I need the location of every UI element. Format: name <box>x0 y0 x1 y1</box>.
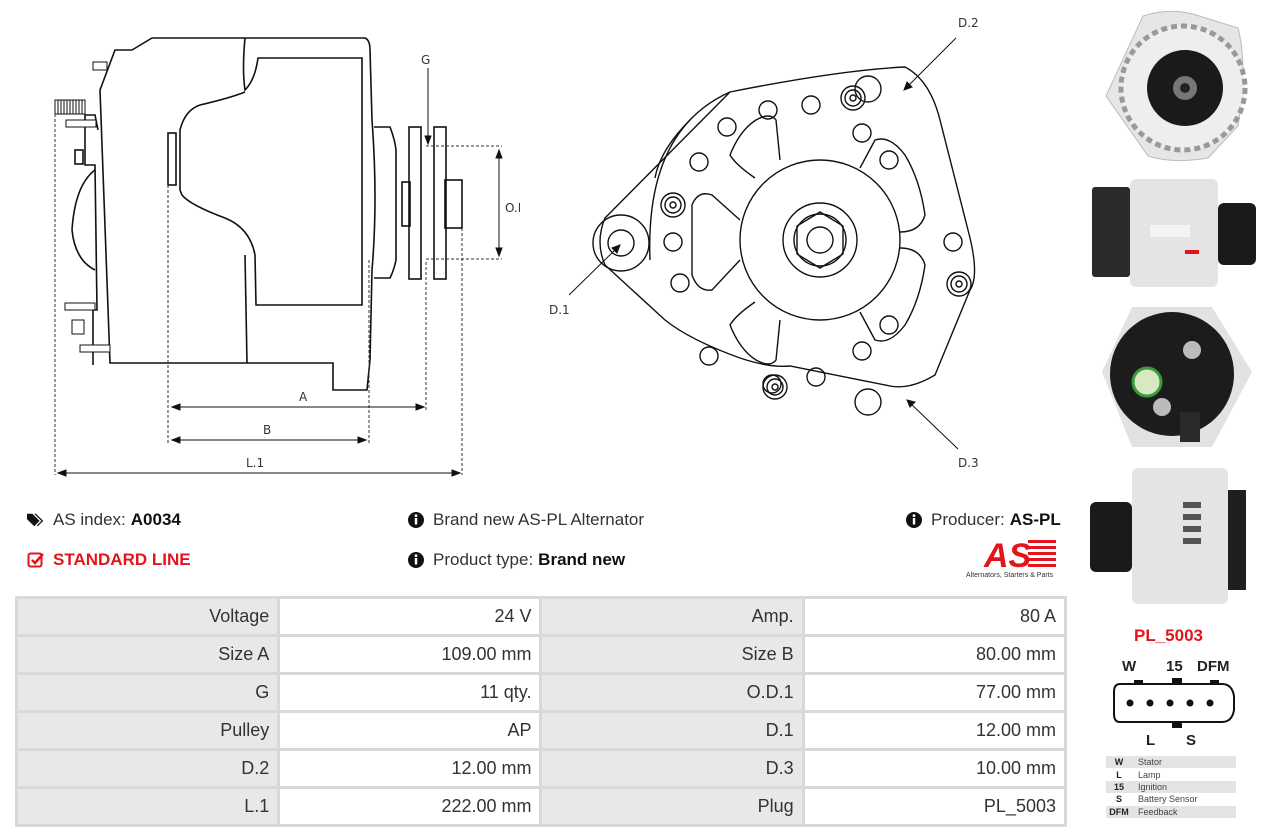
legend-desc: Lamp <box>1138 769 1161 780</box>
pin <box>1166 699 1174 707</box>
spec-label: O.D.1 <box>542 675 802 710</box>
as-logo-mark: AS <box>983 537 1056 572</box>
spec-label: Pulley <box>18 713 278 748</box>
info-icon <box>906 512 922 528</box>
table-row: G 11 qty. O.D.1 77.00 mm <box>18 675 1064 710</box>
pin-label-s: S <box>1186 732 1197 749</box>
product-photo-side-2[interactable] <box>1088 462 1258 610</box>
specs-table: Voltage 24 V Amp. 80 A Size A 109.00 mm … <box>15 596 1067 827</box>
spec-value: AP <box>280 713 540 748</box>
info-icon <box>408 552 424 568</box>
plug-title: PL_5003 <box>1134 626 1203 645</box>
spec-label: G <box>18 675 278 710</box>
legend-row: 15 Ignition <box>1106 780 1236 794</box>
table-row: D.2 12.00 mm D.3 10.00 mm <box>18 751 1064 786</box>
label-a: A <box>299 390 308 404</box>
label-d3: D.3 <box>958 456 979 470</box>
label-d2: D.2 <box>958 16 979 30</box>
legend-key: DFM <box>1109 806 1129 817</box>
spec-value: 12.00 mm <box>280 751 540 786</box>
spec-value: 222.00 mm <box>280 789 540 824</box>
legend-row: S Battery Sensor <box>1106 793 1236 805</box>
plug-pins <box>1126 699 1214 707</box>
spec-label: Voltage <box>18 599 278 634</box>
pin-label-dfm: DFM <box>1197 658 1230 675</box>
legend-desc: Stator <box>1138 757 1163 768</box>
table-row: Size A 109.00 mm Size B 80.00 mm <box>18 637 1064 672</box>
pin <box>1126 699 1134 707</box>
legend-key: L <box>1116 769 1122 780</box>
legend-key: 15 <box>1113 781 1124 792</box>
as-index: AS index: A0034 <box>27 510 181 530</box>
spec-value: 77.00 mm <box>804 675 1064 710</box>
label-l1: L.1 <box>246 456 264 470</box>
as-index-value: A0034 <box>130 510 181 529</box>
info-icon <box>408 512 424 528</box>
spec-value: 109.00 mm <box>280 637 540 672</box>
product-photo-front[interactable] <box>1088 6 1253 164</box>
spec-label: Plug <box>542 789 802 824</box>
spec-label: Amp. <box>542 599 802 634</box>
product-type-value: Brand new <box>538 550 626 569</box>
spec-value: PL_5003 <box>804 789 1064 824</box>
legend-row: W Stator <box>1106 756 1236 769</box>
product-photo-side[interactable] <box>1090 175 1260 290</box>
description-text: Brand new AS-PL Alternator <box>433 510 645 529</box>
table-row: Voltage 24 V Amp. 80 A <box>18 599 1064 634</box>
table-row: L.1 222.00 mm Plug PL_5003 <box>18 789 1064 824</box>
plug-legend: W Stator L Lamp 15 Ignition S Battery Sensor… <box>1106 756 1236 818</box>
legend-key: W <box>1114 757 1124 768</box>
spec-value: 80.00 mm <box>804 637 1064 672</box>
pin <box>1206 699 1214 707</box>
spec-value: 80 A <box>804 599 1064 634</box>
standard-line: STANDARD LINE <box>27 550 191 570</box>
side-view-diagram: G O.D.1 A B L.1 <box>54 37 520 477</box>
as-index-label: AS index: <box>53 510 126 529</box>
tags-icon <box>27 513 44 527</box>
pin-label-l: L <box>1146 732 1156 749</box>
spec-label: Size A <box>18 637 278 672</box>
table-row: Pulley AP D.1 12.00 mm <box>18 713 1064 748</box>
legend-row: DFM Feedback <box>1106 805 1236 818</box>
spec-value: 12.00 mm <box>804 713 1064 748</box>
label-b: B <box>263 423 271 437</box>
as-logo: AS Alternators, Starters & Parts <box>962 536 1070 582</box>
front-view-diagram: D.1 D.2 D.3 <box>549 16 979 470</box>
spec-label: Size B <box>542 637 802 672</box>
as-logo-text: AS <box>983 537 1032 572</box>
spec-label: D.3 <box>542 751 802 786</box>
legend-key: S <box>1115 794 1122 805</box>
legend-desc: Feedback <box>1138 806 1178 817</box>
product-photo-rear[interactable] <box>1092 302 1257 452</box>
spec-value: 10.00 mm <box>804 751 1064 786</box>
product-type: Product type: Brand new <box>407 550 625 570</box>
producer-value: AS-PL <box>1009 510 1061 529</box>
pin-label-15: 15 <box>1166 658 1183 675</box>
plug-connector <box>1113 678 1235 728</box>
producer: Producer: AS-PL <box>905 510 1061 530</box>
pin <box>1146 699 1154 707</box>
label-od1: O.D.1 <box>505 201 520 215</box>
logo-tagline: Alternators, Starters & Parts <box>966 572 1054 579</box>
spec-label: D.2 <box>18 751 278 786</box>
label-d1: D.1 <box>549 303 570 317</box>
spec-value: 11 qty. <box>280 675 540 710</box>
pin <box>1186 699 1194 707</box>
legend-desc: Battery Sensor <box>1138 794 1198 805</box>
checkbox-checked-icon <box>27 552 44 568</box>
spec-label: L.1 <box>18 789 278 824</box>
product-type-label: Product type: <box>433 550 534 569</box>
label-g: G <box>421 53 430 67</box>
spec-value: 24 V <box>280 599 540 634</box>
description: Brand new AS-PL Alternator <box>407 510 644 530</box>
pin-label-w: W <box>1122 658 1137 675</box>
standard-line-label: STANDARD LINE <box>53 550 191 569</box>
producer-label: Producer: <box>931 510 1005 529</box>
legend-row: L Lamp <box>1106 768 1236 780</box>
spec-label: D.1 <box>542 713 802 748</box>
legend-desc: Ignition <box>1138 781 1168 792</box>
